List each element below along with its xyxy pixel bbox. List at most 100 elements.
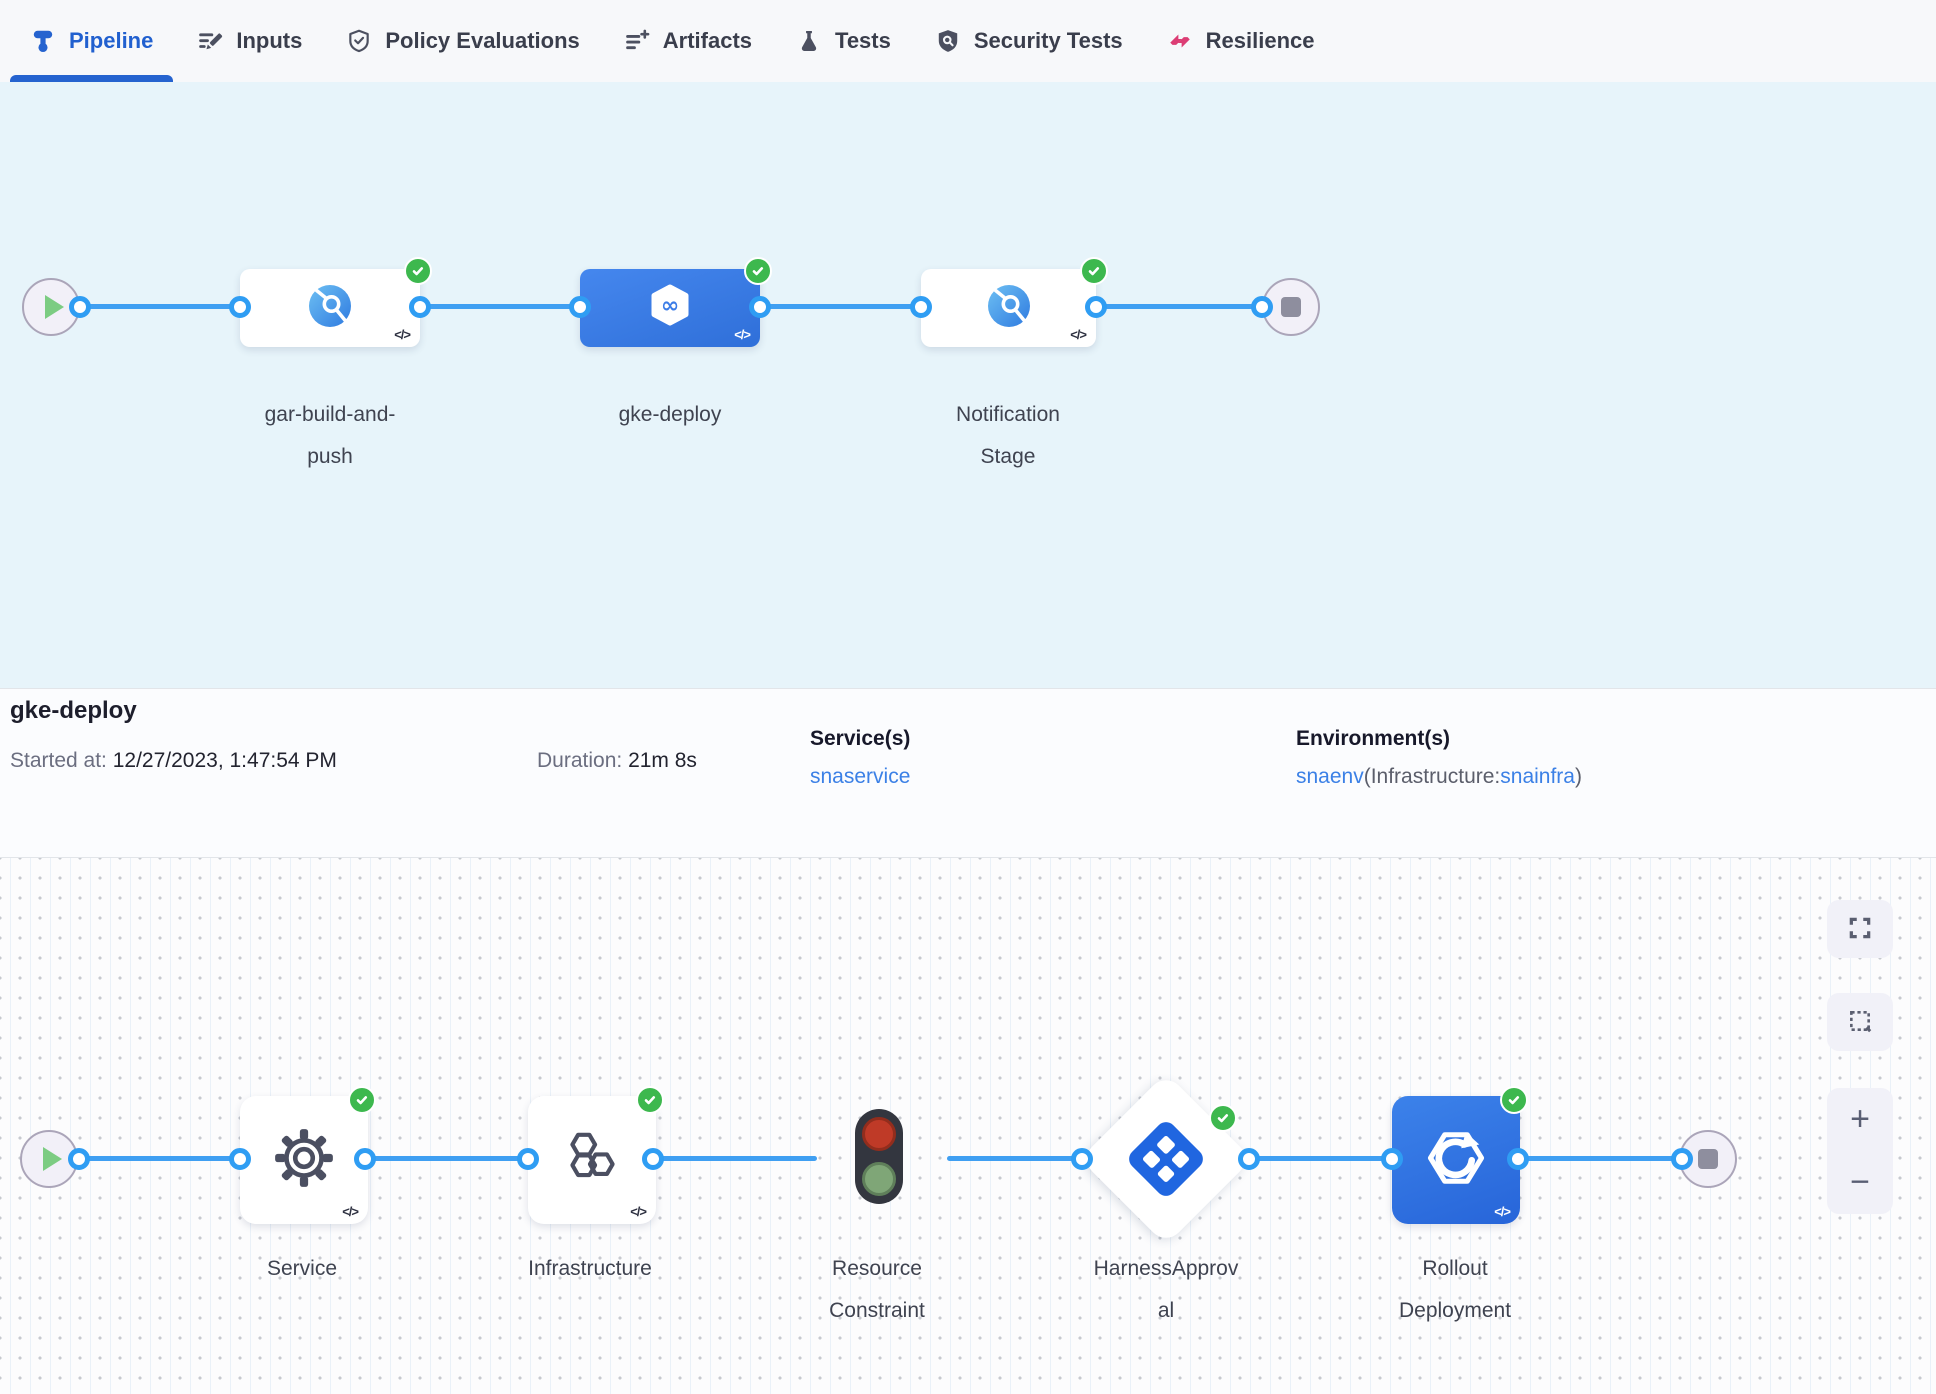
step-card-infrastructure[interactable]: </> xyxy=(528,1086,664,1224)
success-badge xyxy=(1500,1086,1528,1114)
tab-artifacts[interactable]: Artifacts xyxy=(602,0,774,82)
started-at-value: 12/27/2023, 1:47:54 PM xyxy=(112,749,337,772)
play-icon xyxy=(42,1147,62,1171)
exec-start-node xyxy=(20,1130,78,1188)
hexagons-icon xyxy=(559,1125,625,1196)
started-at-row: Started at: 12/27/2023, 1:47:54 PM xyxy=(10,749,337,773)
tab-inputs[interactable]: Inputs xyxy=(175,0,324,82)
stage-label-gke-deploy: gke-deploy xyxy=(618,403,722,426)
duration-label: Duration: xyxy=(537,749,623,772)
resilience-chaos-icon xyxy=(1167,28,1193,54)
zoom-in-button[interactable]: + xyxy=(1850,1100,1870,1138)
success-badge xyxy=(1209,1104,1237,1132)
tab-bar: Pipeline Inputs Policy Evaluations Artif… xyxy=(0,0,1936,82)
artifacts-list-plus-icon xyxy=(624,28,650,54)
edge-port xyxy=(69,296,91,318)
step-resource-constraint-traffic-light-icon[interactable] xyxy=(855,1109,903,1204)
duration-row: Duration: 21m 8s xyxy=(537,749,697,773)
tab-resilience[interactable]: Resilience xyxy=(1145,0,1337,82)
tab-policy-evaluations[interactable]: Policy Evaluations xyxy=(324,0,601,82)
stage-card-gke-deploy[interactable]: ∞ </> xyxy=(580,257,772,347)
play-icon xyxy=(44,295,64,319)
environments-label: Environment(s) xyxy=(1296,727,1451,750)
custom-stage-icon xyxy=(307,283,353,334)
execution-details-panel: gke-deploy Started at: 12/27/2023, 1:47:… xyxy=(0,688,1936,858)
execution-graph-canvas[interactable]: </> </> xyxy=(0,858,1936,1394)
custom-stage-icon xyxy=(986,283,1032,334)
step-label-infrastructure: Infrastructure xyxy=(528,1257,652,1280)
edge-port xyxy=(1381,1148,1403,1170)
stage-card-notification-stage[interactable]: </> xyxy=(921,257,1108,347)
exec-edge xyxy=(947,1156,1682,1161)
code-badge: </> xyxy=(342,1204,359,1219)
selected-stage-title: gke-deploy xyxy=(10,697,137,724)
stop-icon xyxy=(1281,297,1301,317)
step-label-resource-constraint: Resource Constraint xyxy=(829,1257,925,1322)
green-light xyxy=(862,1162,896,1196)
tab-label: Security Tests xyxy=(973,28,1123,53)
step-label-harness-approval: HarnessApprov al xyxy=(1093,1257,1239,1322)
edge-port xyxy=(229,296,251,318)
marquee-select-button[interactable] xyxy=(1827,993,1893,1051)
edge-port xyxy=(749,296,771,318)
infrastructure-prefix: (Infrastructure: xyxy=(1363,765,1501,788)
zoom-panel: + − xyxy=(1827,1088,1893,1214)
duration-value: 21m 8s xyxy=(628,749,697,772)
step-label-service: Service xyxy=(266,1257,338,1280)
red-light xyxy=(862,1117,896,1151)
infrastructure-suffix: ) xyxy=(1574,765,1582,788)
environment-links: snaenv(Infrastructure:snainfra) xyxy=(1296,765,1582,789)
policy-shield-check-icon xyxy=(346,28,372,54)
edge-port xyxy=(409,296,431,318)
zoom-out-button[interactable]: − xyxy=(1850,1163,1870,1201)
edge-port xyxy=(642,1148,664,1170)
code-badge: </> xyxy=(394,327,411,342)
edge-port xyxy=(354,1148,376,1170)
service-link[interactable]: snaservice xyxy=(810,765,911,788)
cd-hexagon-infinity-icon: ∞ xyxy=(646,282,694,335)
step-card-rollout-deployment[interactable]: </> xyxy=(1392,1086,1528,1224)
tab-label: Inputs xyxy=(236,28,303,53)
marquee-select-icon xyxy=(1847,1008,1873,1037)
tab-pipeline[interactable]: Pipeline xyxy=(8,0,175,82)
stage-graph-canvas[interactable]: </> ∞ </> </> xyxy=(0,82,1936,688)
started-at-label: Started at: xyxy=(10,749,107,772)
tab-label: Artifacts xyxy=(662,28,753,53)
code-badge: </> xyxy=(1070,327,1087,342)
tab-label: Tests xyxy=(835,28,891,53)
environment-link[interactable]: snaenv xyxy=(1296,765,1364,788)
edge-port xyxy=(1507,1148,1529,1170)
tab-label: Pipeline xyxy=(69,28,154,53)
svg-text:∞: ∞ xyxy=(661,293,679,318)
edge-port xyxy=(910,296,932,318)
stop-icon xyxy=(1698,1149,1718,1169)
code-badge: </> xyxy=(734,327,751,342)
edge-port xyxy=(229,1148,251,1170)
tab-security-tests[interactable]: Security Tests xyxy=(913,0,1145,82)
stage-label-notification-stage: Notification Stage xyxy=(956,403,1060,468)
pipeline-icon xyxy=(30,28,56,54)
edge-port xyxy=(68,1148,90,1170)
code-badge: </> xyxy=(630,1204,647,1219)
tab-tests[interactable]: Tests xyxy=(774,0,913,82)
edge-port xyxy=(1671,1148,1693,1170)
gear-icon xyxy=(271,1125,337,1196)
edge-port xyxy=(1085,296,1107,318)
step-card-service[interactable]: </> xyxy=(240,1086,376,1224)
stage-card-gar-build-and-push[interactable]: </> xyxy=(240,257,432,347)
success-badge xyxy=(404,257,432,285)
success-badge xyxy=(744,257,772,285)
edge-port xyxy=(517,1148,539,1170)
success-badge xyxy=(348,1086,376,1114)
code-badge: </> xyxy=(1494,1204,1511,1219)
edge-port xyxy=(569,296,591,318)
infrastructure-link[interactable]: snainfra xyxy=(1500,765,1575,788)
service-links: snaservice xyxy=(810,765,910,789)
edge-port xyxy=(1251,296,1273,318)
inputs-icon xyxy=(197,28,223,54)
tab-label: Policy Evaluations xyxy=(385,28,580,53)
success-badge xyxy=(636,1086,664,1114)
services-label: Service(s) xyxy=(810,727,911,750)
fullscreen-button[interactable] xyxy=(1827,900,1893,958)
